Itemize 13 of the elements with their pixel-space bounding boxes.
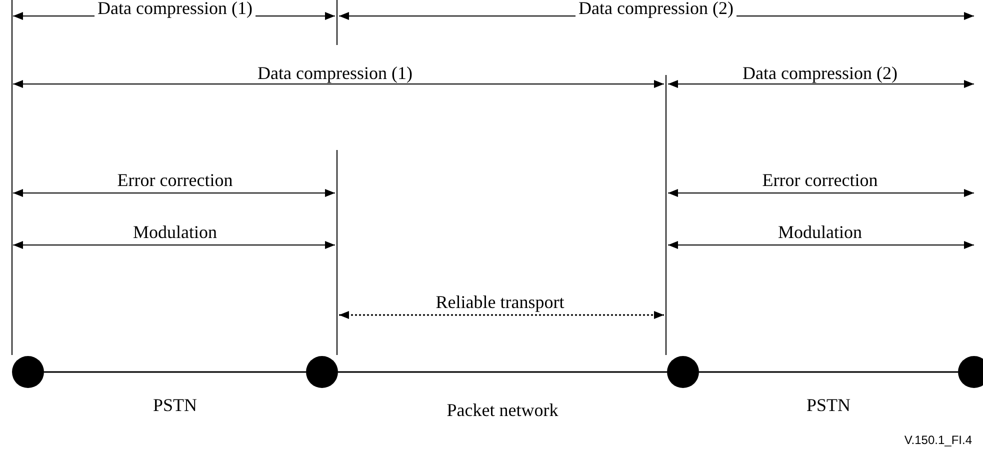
node-dot bbox=[306, 356, 338, 388]
node-dot bbox=[958, 356, 983, 388]
link-line bbox=[44, 371, 306, 373]
figure-number: V.150.1_FI.4 bbox=[903, 432, 973, 449]
span-label: Data compression (2) bbox=[576, 0, 736, 18]
edge-label: PSTN bbox=[806, 395, 852, 415]
span-label: Data compression (1) bbox=[94, 0, 256, 18]
node-dot bbox=[12, 356, 44, 388]
link-line bbox=[699, 371, 958, 373]
edge-label: Packet network bbox=[446, 400, 560, 420]
node-dot bbox=[667, 356, 699, 388]
link-line bbox=[338, 371, 667, 373]
edge-label: PSTN bbox=[152, 395, 198, 415]
